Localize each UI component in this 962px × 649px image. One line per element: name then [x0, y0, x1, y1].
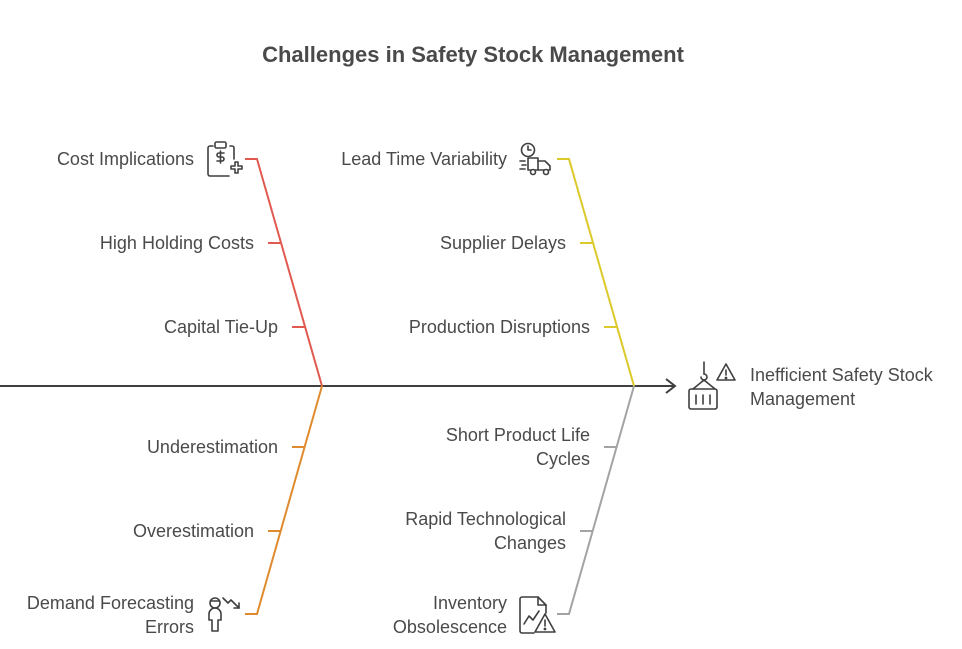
category-demand-line2: Errors: [145, 617, 194, 637]
effect-line2: Management: [750, 389, 856, 409]
category-inventory-obsolescence: Inventory Obsolescence: [393, 591, 507, 639]
bone-demand-forecasting: [245, 385, 323, 615]
cause-overestimation: Overestimation: [132, 521, 254, 541]
bone-inventory-main: [557, 385, 635, 615]
spine-arrowhead: [665, 378, 677, 394]
cause-rapid-tech-line1: Rapid Technological: [405, 509, 566, 529]
category-demand-line1: Demand Forecasting: [26, 593, 194, 613]
cause-short-product-line1: Short Product Life: [445, 425, 590, 445]
diagram-title: Challenges in Safety Stock Management: [262, 42, 684, 67]
bone-inventory-obsolescence: [557, 385, 635, 615]
clock-truck-icon: [519, 142, 551, 176]
category-inventory-line2: Obsolescence: [392, 617, 507, 637]
hook-crate-warning-icon: [688, 361, 736, 410]
bone-lead-main: [557, 158, 635, 387]
cause-short-product-line2: Cycles: [535, 449, 590, 469]
cause-high-holding-costs: High Holding Costs: [99, 233, 254, 253]
bone-demand-main: [245, 385, 323, 615]
effect-line1: Inefficient Safety Stock: [750, 365, 933, 385]
cause-capital-tie-up: Capital Tie-Up: [163, 317, 278, 337]
effect-label: Inefficient Safety Stock Management: [750, 363, 933, 411]
bone-cost-implications: [245, 158, 323, 387]
cause-supplier-delays: Supplier Delays: [439, 233, 566, 253]
cause-underestimation: Underestimation: [146, 437, 278, 457]
cause-rapid-tech-line2: Changes: [493, 533, 566, 553]
cause-production-disruptions: Production Disruptions: [408, 317, 590, 337]
document-chart-warning-icon: [519, 596, 556, 634]
bone-cost-main: [245, 158, 323, 387]
category-demand-forecasting-errors: Demand Forecasting Errors: [27, 591, 194, 639]
cause-rapid-technological-changes: Rapid Technological Changes: [405, 507, 566, 555]
category-lead-time-variability: Lead Time Variability: [341, 149, 507, 169]
category-cost-implications: Cost Implications: [56, 149, 194, 169]
person-trend-down-icon: [208, 597, 240, 632]
bone-lead-time-variability: [557, 158, 635, 387]
cause-short-product-life-cycles: Short Product Life Cycles: [446, 423, 590, 471]
clipboard-dollar-plus-icon: [207, 141, 243, 177]
category-inventory-line1: Inventory: [432, 593, 507, 613]
